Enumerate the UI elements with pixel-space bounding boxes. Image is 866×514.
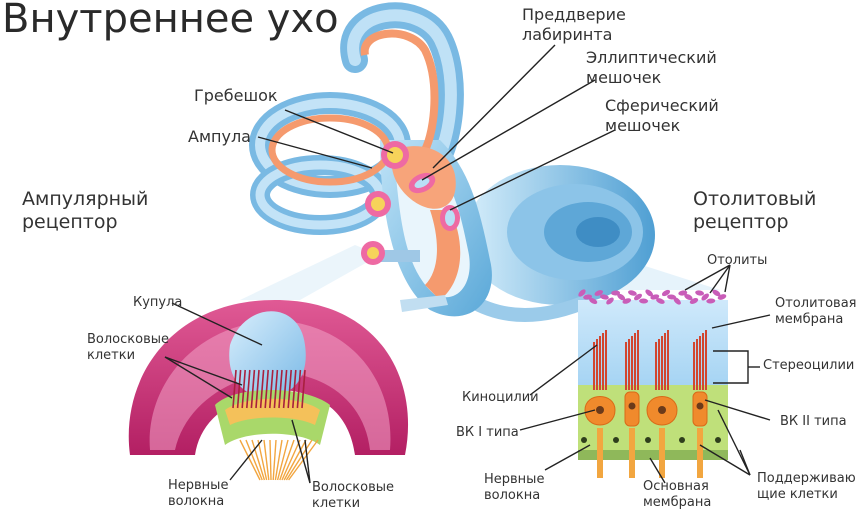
projection-beam-left <box>240 245 380 300</box>
hair-bundle <box>292 369 297 409</box>
otolith-crystal <box>689 298 699 304</box>
hair-bundle <box>241 369 246 409</box>
otolith-crystal <box>695 290 705 296</box>
otolith-crystal <box>684 293 693 301</box>
otolith-crystal <box>639 298 649 304</box>
label-vestibule: Преддверие лабиринта <box>522 5 626 44</box>
leader-lines <box>164 44 771 484</box>
otolith-crystal <box>706 298 716 304</box>
label-hair-cells-bottom: Волосковые клетки <box>312 480 395 511</box>
hair-bundle <box>269 369 274 409</box>
hair-bundle <box>301 369 306 409</box>
otolith-crystal <box>656 298 665 304</box>
hair-bundle <box>273 369 279 409</box>
nerve-fiber <box>274 439 283 481</box>
ampullar-receptor-heading: Ампулярный рецептор <box>22 188 149 233</box>
otolith-receptor-heading: Отолитовый рецептор <box>693 188 817 233</box>
nerve-fiber <box>659 428 665 478</box>
hair-bundle <box>255 369 260 409</box>
saccule-macula <box>440 205 460 231</box>
label-hair-cells-top: Волосковые клетки <box>87 332 170 363</box>
otolith-crystal <box>701 293 709 301</box>
cell-nucleus <box>596 406 604 414</box>
ampulla-crista-middle <box>365 191 391 217</box>
nerve-fiber <box>263 439 270 481</box>
ampulla-crista-lower <box>361 241 385 265</box>
otolith-crystal <box>661 289 671 297</box>
label-basement-membrane: Основная мембрана <box>643 479 712 510</box>
supporting-cell-nucleus <box>715 437 721 443</box>
ampullar-hair-bundles <box>232 369 306 409</box>
hair-bundle <box>282 369 288 409</box>
nerve-fiber <box>239 439 261 481</box>
nerve-fiber <box>257 439 268 481</box>
label-ampulla: Ампула <box>188 127 251 146</box>
cell-nucleus <box>696 402 704 410</box>
label-stereocilia: Стереоцилии <box>763 358 855 373</box>
otolith-crystals <box>578 289 727 305</box>
supporting-cell-nucleus <box>581 437 587 443</box>
utricle-macula <box>408 172 436 194</box>
supporting-cell-nucleus <box>679 437 685 443</box>
label-utricle: Эллиптический мешочек <box>586 48 717 87</box>
otolith-crystal <box>712 289 721 297</box>
page-title: Внутреннее ухо <box>2 0 339 42</box>
supporting-cell-nucleus <box>613 437 619 443</box>
ampulla-crista-top <box>381 141 409 169</box>
label-otolith-nerve-fibers: Нервные волокна <box>484 472 545 503</box>
nerve-fiber <box>251 439 266 481</box>
hair-bundle <box>259 369 265 409</box>
label-saccule: Сферический мешочек <box>605 96 719 135</box>
nerve-fiber <box>281 439 301 481</box>
cell-nucleus <box>628 402 636 410</box>
hair-bundle <box>287 369 292 409</box>
nerve-fiber <box>629 428 635 478</box>
otolith-hair-cells <box>581 330 721 478</box>
otolith-crystal <box>650 294 660 300</box>
label-hc-type2: ВК II типа <box>780 414 847 429</box>
otolith-crystal <box>578 289 586 297</box>
otolith-crystal <box>606 297 614 305</box>
hair-bundle <box>236 369 242 409</box>
nerve-fiber <box>597 428 603 478</box>
label-otolith-membrane: Отолитовая мембрана <box>775 296 857 327</box>
nerve-fiber <box>269 439 272 481</box>
otolith-crystal <box>628 290 637 296</box>
nerve-fiber <box>276 439 289 481</box>
nerve-fiber <box>697 428 703 478</box>
hair-bundle <box>264 369 269 409</box>
label-crista: Гребешок <box>194 86 278 105</box>
hair-bundle <box>250 369 256 409</box>
hair-bundle <box>232 369 237 409</box>
otolith-crystal <box>717 294 727 300</box>
otolith-crystal <box>589 297 598 305</box>
hair-bundle <box>296 369 302 409</box>
nerve-fiber <box>272 439 277 481</box>
otolith-crystal <box>673 297 681 305</box>
otolith-crystal <box>594 290 604 296</box>
nerve-fiber <box>279 439 295 481</box>
nerve-fiber <box>283 439 307 481</box>
otolith-crystal <box>645 289 654 297</box>
otolith-crystal <box>599 294 609 300</box>
cell-nucleus <box>658 406 666 414</box>
otolith-crystal <box>634 293 642 301</box>
label-kinocilia: Киноцилии <box>462 390 539 405</box>
cochlea <box>465 165 655 322</box>
label-otoliths: Отолиты <box>707 253 768 268</box>
supporting-cell-nucleus <box>645 437 651 443</box>
label-cupula: Купула <box>133 295 183 310</box>
nerve-fiber <box>285 439 313 481</box>
label-supporting-cells: Поддерживаю щие клетки <box>757 471 856 502</box>
otolith-crystal <box>617 293 626 301</box>
hair-bundle <box>246 369 251 409</box>
label-ampullar-nerve-fibers: Нервные волокна <box>168 478 229 509</box>
hair-bundle <box>278 369 283 409</box>
otolith-crystal <box>622 298 632 304</box>
nerve-fiber <box>245 439 263 481</box>
label-hc-type1: ВК I типа <box>456 425 519 440</box>
